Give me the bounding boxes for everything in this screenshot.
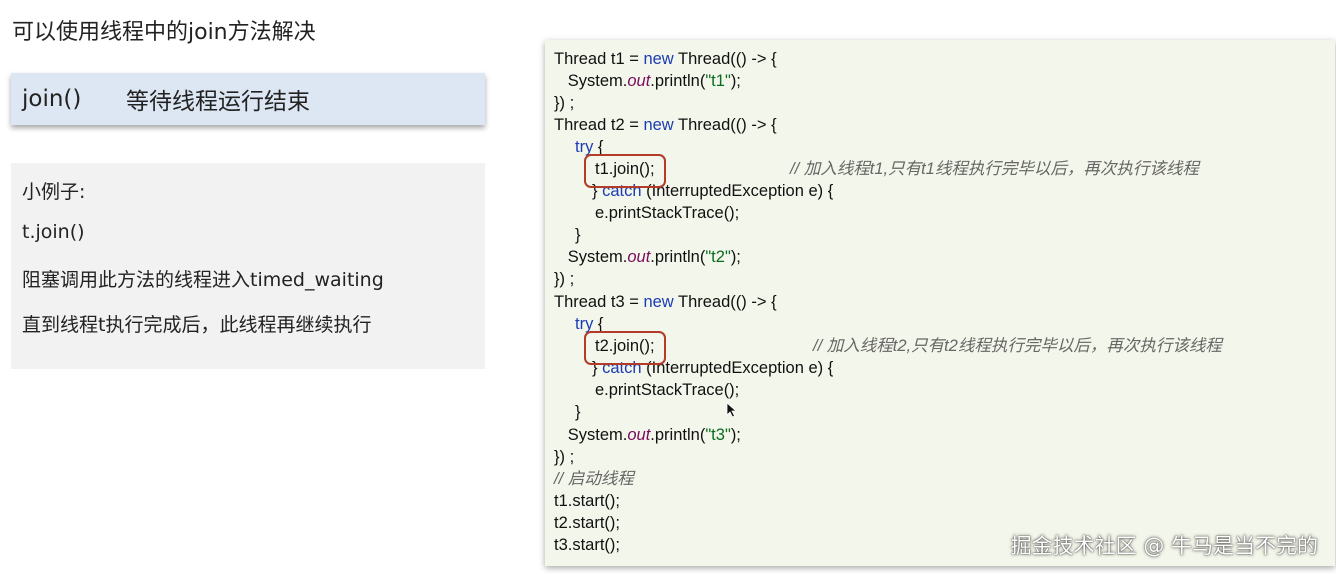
method-name: join() bbox=[22, 86, 82, 112]
code-line: try { bbox=[575, 138, 604, 156]
code-line: t2.start(); bbox=[554, 514, 621, 532]
example-line: 阻塞调用此方法的线程进入timed_waiting bbox=[22, 269, 384, 291]
code-line: } catch (InterruptedException e) { bbox=[592, 359, 834, 377]
highlight-box bbox=[584, 331, 666, 365]
code-line: Thread t1 = new Thread(() -> { bbox=[554, 50, 777, 68]
code-line: e.printStackTrace(); bbox=[595, 381, 740, 399]
code-line: t3.start(); bbox=[554, 536, 621, 554]
highlight-box bbox=[584, 154, 666, 188]
example-line: t.join() bbox=[22, 221, 85, 243]
example-line: 直到线程t执行完成后，此线程再继续执行 bbox=[22, 314, 372, 336]
code-line: }) ; bbox=[554, 94, 575, 112]
slide-title: 可以使用线程中的join方法解决 bbox=[12, 20, 316, 45]
code-line: t1.join();// 加入线程t1,只有t1线程执行完毕以后，再次执行该线程 bbox=[595, 160, 1199, 178]
method-description: 等待线程运行结束 bbox=[126, 89, 310, 115]
code-line: try { bbox=[575, 315, 604, 333]
watermark: 掘金技术社区 @ 牛马是当不完的 bbox=[1010, 534, 1318, 558]
code-line: Thread t3 = new Thread(() -> { bbox=[554, 293, 777, 311]
example-heading: 小例子: bbox=[22, 181, 86, 203]
code-comment: // 启动线程 bbox=[554, 470, 634, 488]
code-line: System.out.println("t2"); bbox=[554, 248, 741, 266]
example-box: 小例子: t.join() 阻塞调用此方法的线程进入timed_waiting … bbox=[11, 163, 485, 369]
code-panel: Thread t1 = new Thread(() -> { System.ou… bbox=[545, 40, 1335, 566]
code-line: }) ; bbox=[554, 270, 575, 288]
code-line: e.printStackTrace(); bbox=[595, 204, 740, 222]
code-line: Thread t2 = new Thread(() -> { bbox=[554, 116, 777, 134]
code-line: t2.join();// 加入线程t2,只有t2线程执行完毕以后，再次执行该线程 bbox=[595, 337, 1222, 355]
code-line: } bbox=[575, 226, 581, 244]
method-box: join() 等待线程运行结束 bbox=[11, 73, 485, 125]
code-line: System.out.println("t3"); bbox=[554, 426, 741, 444]
code-line: System.out.println("t1"); bbox=[554, 72, 741, 90]
mouse-cursor-icon bbox=[726, 402, 738, 418]
code-line: } bbox=[575, 403, 581, 421]
code-line: }) ; bbox=[554, 448, 575, 466]
code-line: t1.start(); bbox=[554, 492, 621, 510]
